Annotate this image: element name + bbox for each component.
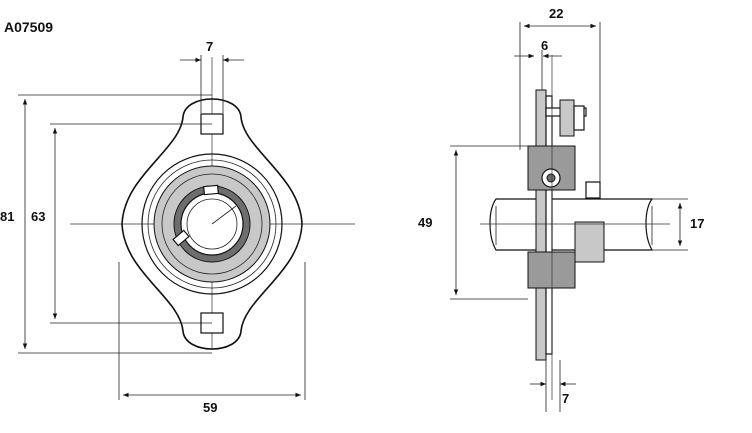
dim-label-bolt-spacing: 63 (31, 209, 45, 224)
flange-plate (535, 89, 547, 361)
bolt-nut (573, 105, 585, 131)
dim-label-shaft-diameter: 17 (690, 216, 704, 231)
housing-body-lower (527, 251, 576, 289)
flange-plate-face (545, 95, 553, 355)
shaft-bore-inner (186, 198, 238, 250)
bearing-collar (574, 221, 605, 263)
dim-label-top-width: 7 (206, 39, 213, 54)
bore-radius-line (211, 205, 237, 225)
dim-label-bottom-width: 7 (562, 391, 569, 406)
dim-label-overall-height: 81 (0, 209, 14, 224)
dim-label-housing-height: 49 (418, 215, 432, 230)
shaft (489, 198, 654, 251)
housing-outer-ring (141, 153, 283, 295)
set-screw-side (172, 229, 190, 247)
bearing-ball-core (546, 173, 556, 183)
bolt-head (559, 99, 575, 137)
dim-label-overall-width: 22 (549, 6, 563, 21)
side-view: 22 6 49 17 7 (418, 6, 704, 412)
set-screw-top (203, 184, 219, 196)
front-view: 7 81 63 59 (0, 39, 355, 415)
flange-outline (121, 98, 303, 350)
bearing-ring-3 (161, 173, 263, 275)
dim-label-base-width: 59 (203, 400, 217, 415)
dim-label-flange-thickness: 6 (541, 38, 548, 53)
housing-ring-2 (147, 159, 277, 289)
side-set-screw (585, 181, 601, 199)
part-number: A07509 (4, 19, 53, 35)
